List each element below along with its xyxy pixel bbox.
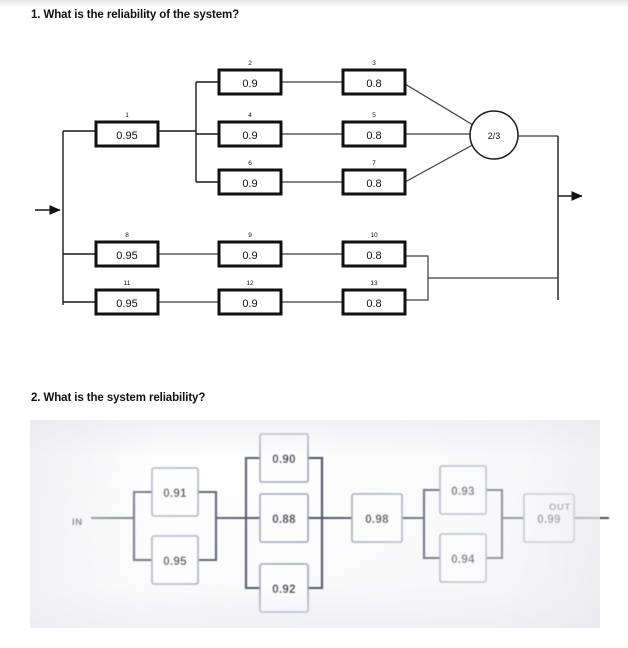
svg-text:0.9: 0.9 — [242, 178, 257, 190]
d1-block-13: 13 0.8 — [341, 280, 407, 316]
d2-output-label: OUT — [549, 502, 571, 513]
svg-text:0.98: 0.98 — [365, 514, 389, 526]
d1-blocks: 1 0.95 2 0.9 3 0.8 4 0.9 5 0.8 — [94, 60, 519, 316]
d2-input-label: IN — [72, 517, 83, 528]
svg-text:0.95: 0.95 — [116, 298, 137, 310]
svg-text:0.93: 0.93 — [451, 486, 475, 498]
svg-text:0.9: 0.9 — [242, 298, 257, 310]
d1-block-8: 8 0.95 — [94, 232, 160, 268]
svg-text:12: 12 — [246, 280, 254, 287]
svg-text:3: 3 — [372, 60, 376, 67]
svg-text:0.94: 0.94 — [451, 554, 475, 566]
d1-voter-node: 2/3 — [469, 110, 519, 160]
d2-block-095: 0.95 — [151, 535, 199, 585]
d2-block-091: 0.91 — [151, 467, 199, 517]
svg-text:11: 11 — [124, 280, 131, 287]
svg-text:0.99: 0.99 — [537, 514, 561, 526]
d2-block-090: 0.90 — [259, 433, 309, 483]
reliability-diagram-2-photo: 0.91 0.95 0.90 0.88 0.92 0.98 — [30, 420, 610, 628]
question-1-title: 1. What is the reliability of the system… — [31, 9, 240, 21]
svg-text:0.92: 0.92 — [272, 584, 296, 596]
svg-text:6: 6 — [248, 160, 252, 167]
svg-text:1: 1 — [125, 112, 129, 119]
svg-text:0.9: 0.9 — [242, 78, 257, 90]
d1-block-7: 7 0.8 — [341, 160, 407, 196]
svg-text:9: 9 — [248, 232, 252, 239]
d2-block-098: 0.98 — [351, 493, 403, 543]
svg-text:0.8: 0.8 — [366, 178, 381, 190]
svg-text:0.95: 0.95 — [116, 250, 137, 262]
d1-block-4: 4 0.9 — [217, 112, 283, 148]
svg-text:0.95: 0.95 — [116, 130, 137, 142]
page-top-band — [0, 0, 628, 7]
svg-text:0.8: 0.8 — [366, 78, 381, 90]
d1-block-2: 2 0.9 — [217, 60, 283, 96]
d2-block-094: 0.94 — [439, 533, 487, 583]
d1-wiring — [35, 81, 583, 305]
svg-text:0.9: 0.9 — [242, 250, 257, 262]
svg-text:0.90: 0.90 — [272, 454, 296, 466]
svg-text:4: 4 — [248, 112, 252, 119]
d1-block-5: 5 0.8 — [341, 112, 407, 148]
question-2-title: 2. What is the system reliability? — [31, 392, 206, 404]
d2-block-092: 0.92 — [259, 563, 309, 613]
svg-text:5: 5 — [372, 112, 376, 119]
svg-text:0.88: 0.88 — [272, 514, 296, 526]
svg-text:0.8: 0.8 — [366, 298, 381, 310]
svg-text:0.8: 0.8 — [366, 130, 381, 142]
svg-text:0.95: 0.95 — [163, 556, 187, 568]
d1-block-1: 1 0.95 — [94, 112, 160, 148]
d1-block-11: 11 0.95 — [94, 280, 160, 316]
d2-content: 0.91 0.95 0.90 0.88 0.92 0.98 — [72, 433, 610, 613]
d1-block-3: 3 0.8 — [341, 60, 407, 96]
svg-text:2: 2 — [248, 60, 252, 67]
svg-text:7: 7 — [372, 160, 376, 167]
d1-block-12: 12 0.9 — [217, 280, 283, 316]
svg-text:0.91: 0.91 — [163, 488, 187, 500]
svg-text:2/3: 2/3 — [488, 131, 501, 141]
d2-block-088: 0.88 — [259, 493, 309, 543]
d1-block-9: 9 0.9 — [217, 232, 283, 268]
svg-text:13: 13 — [370, 280, 378, 287]
svg-text:10: 10 — [370, 232, 378, 239]
svg-text:0.9: 0.9 — [242, 130, 257, 142]
svg-text:8: 8 — [125, 232, 129, 239]
svg-text:0.8: 0.8 — [366, 250, 381, 262]
d2-block-093: 0.93 — [439, 465, 487, 515]
d1-block-10: 10 0.8 — [341, 232, 407, 268]
d1-block-6: 6 0.9 — [217, 160, 283, 196]
